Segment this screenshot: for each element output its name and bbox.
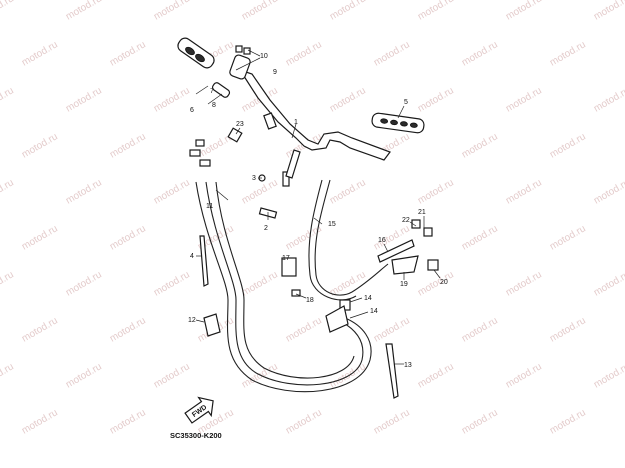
watermark-text: motod.ru — [372, 407, 412, 436]
callout-17: 17 — [282, 255, 290, 262]
throttle-housing — [229, 45, 251, 80]
watermark-text: motod.ru — [416, 269, 456, 298]
watermark-text: motod.ru — [152, 0, 192, 23]
cable-bundle — [195, 179, 389, 393]
watermark-text: motod.ru — [416, 0, 456, 23]
watermark-text: motod.ru — [240, 269, 280, 298]
watermark-text: motod.ru — [328, 177, 368, 206]
callout-22: 22 — [402, 217, 410, 224]
watermark-text: motod.ru — [548, 315, 588, 344]
watermark-text: motod.ru — [548, 407, 588, 436]
watermark-text: motod.ru — [548, 223, 588, 252]
watermark-text: motod.ru — [20, 131, 60, 160]
watermark-text: motod.ru — [592, 269, 625, 298]
callout-23: 23 — [236, 121, 244, 128]
callout-2: 2 — [264, 225, 268, 232]
callout-labels: 1 2 3 4 5 6 7 8 9 10 11 12 13 14 14 15 1… — [188, 53, 448, 369]
watermark-text: motod.ru — [504, 177, 544, 206]
callout-9: 9 — [273, 69, 277, 76]
callout-1: 1 — [294, 119, 298, 126]
watermark-text: motod.ru — [548, 39, 588, 68]
watermark-text: motod.ru — [20, 39, 60, 68]
watermark-text: motod.ru — [240, 0, 280, 23]
watermark-text: motod.ru — [0, 361, 16, 390]
watermark-text: motod.ru — [460, 131, 500, 160]
callout-8: 8 — [212, 102, 216, 109]
callout-14b: 14 — [370, 308, 378, 315]
callout-3: 3 — [252, 175, 256, 182]
watermark-text: motod.ru — [152, 361, 192, 390]
handlebar — [238, 68, 391, 187]
watermark-text: motod.ru — [460, 223, 500, 252]
callout-5: 5 — [404, 99, 408, 106]
callout-15: 15 — [328, 221, 336, 228]
callout-14a: 14 — [364, 295, 372, 302]
hardware-parts — [189, 127, 439, 399]
callout-7: 7 — [210, 88, 214, 95]
watermark-text: motod.ru — [108, 131, 148, 160]
callout-21: 21 — [418, 209, 426, 216]
callout-11: 11 — [206, 203, 213, 210]
watermark-text: motod.ru — [592, 361, 625, 390]
watermark-text: motod.ru — [108, 223, 148, 252]
right-grip — [371, 112, 425, 134]
watermark-text: motod.ru — [0, 85, 16, 114]
watermark-text: motod.ru — [592, 177, 625, 206]
leader-lines — [195, 49, 441, 365]
callout-19: 19 — [400, 281, 408, 288]
watermark-text: motod.ru — [64, 0, 104, 23]
callout-6: 6 — [190, 107, 194, 114]
watermark-text: motod.ru — [64, 177, 104, 206]
watermark-text: motod.ru — [0, 269, 16, 298]
callout-4: 4 — [190, 253, 194, 260]
diagram-code: SC35300-K200 — [170, 431, 222, 440]
watermark-text: motod.ru — [0, 177, 16, 206]
watermark-text: motod.ru — [108, 407, 148, 436]
left-grip — [177, 37, 231, 98]
callout-10: 10 — [260, 53, 268, 60]
watermark-text: motod.ru — [64, 361, 104, 390]
watermark-text: motod.ru — [284, 315, 324, 344]
watermark-text: motod.ru — [592, 85, 625, 114]
watermark-text: motod.ru — [460, 315, 500, 344]
watermark-text: motod.ru — [372, 315, 412, 344]
watermark-text: motod.ru — [592, 0, 625, 23]
watermark-text: motod.ru — [20, 407, 60, 436]
watermark-text: motod.ru — [152, 85, 192, 114]
callout-16: 16 — [378, 237, 386, 244]
watermark-text: motod.ru — [20, 223, 60, 252]
watermark-text: motod.ru — [108, 315, 148, 344]
watermark-text: motod.ru — [328, 0, 368, 23]
watermark-text: motod.ru — [460, 39, 500, 68]
watermark-text: motod.ru — [416, 177, 456, 206]
watermark-text: motod.ru — [108, 39, 148, 68]
watermark-text: motod.ru — [548, 131, 588, 160]
watermark-text: motod.ru — [328, 85, 368, 114]
watermark-text: motod.ru — [152, 269, 192, 298]
watermark-text: motod.ru — [504, 269, 544, 298]
watermark-text: motod.ru — [152, 177, 192, 206]
fwd-arrow: FWD — [184, 396, 214, 424]
callout-12: 12 — [188, 317, 196, 324]
watermark-text: motod.ru — [64, 269, 104, 298]
watermark-text: motod.ru — [504, 85, 544, 114]
watermark-text: motod.ru — [0, 0, 16, 23]
callout-18: 18 — [306, 297, 314, 304]
watermark-text: motod.ru — [416, 361, 456, 390]
watermark-text: motod.ru — [416, 85, 456, 114]
watermark-text: motod.ru — [240, 177, 280, 206]
watermark-text: motod.ru — [460, 407, 500, 436]
watermark-text: motod.ru — [284, 39, 324, 68]
watermark-text: motod.ru — [284, 407, 324, 436]
watermark-text: motod.ru — [64, 85, 104, 114]
callout-13: 13 — [404, 362, 412, 369]
watermark-text: motod.ru — [20, 315, 60, 344]
watermark-text: motod.ru — [372, 39, 412, 68]
watermark-text: motod.ru — [504, 361, 544, 390]
callout-20: 20 — [440, 279, 448, 286]
watermark-text: motod.ru — [504, 0, 544, 23]
